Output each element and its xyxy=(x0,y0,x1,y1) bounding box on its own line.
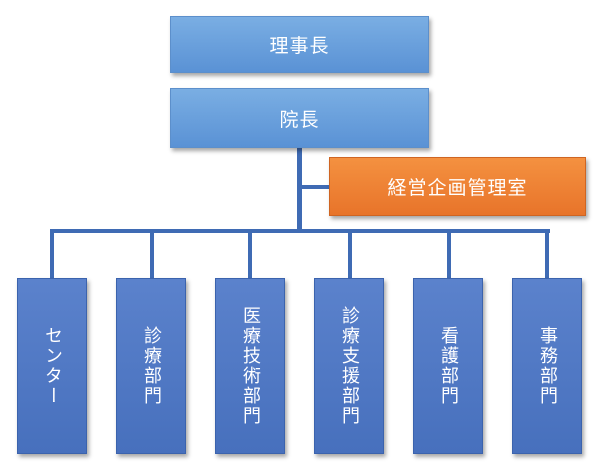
department-box-medical: 診療部門 xyxy=(116,278,186,454)
department-box-center: センター xyxy=(17,278,87,454)
connector-drop-6 xyxy=(545,229,549,279)
management-office-box: 経営企画管理室 xyxy=(329,157,586,216)
connector-drop-3 xyxy=(248,229,252,279)
connector-drop-2 xyxy=(150,229,154,279)
department-label: 看護部門 xyxy=(438,326,459,406)
connector-drop-5 xyxy=(447,229,451,279)
director-label: 院長 xyxy=(279,108,320,131)
department-label: 診療部門 xyxy=(141,326,162,406)
connector-director-to-office xyxy=(297,148,302,230)
connector-office-branch xyxy=(297,185,330,189)
department-label: センター xyxy=(42,326,63,406)
department-box-medical-support: 診療支援部門 xyxy=(314,278,384,454)
chairman-box: 理事長 xyxy=(170,16,429,73)
director-box: 院長 xyxy=(170,88,429,148)
department-label: 診療支援部門 xyxy=(339,306,360,426)
connector-drop-4 xyxy=(348,229,352,279)
department-label: 医療技術部門 xyxy=(240,306,261,426)
department-box-nursing: 看護部門 xyxy=(413,278,483,454)
department-box-administration: 事務部門 xyxy=(512,278,582,454)
chairman-label: 理事長 xyxy=(269,35,330,57)
connector-drop-1 xyxy=(50,229,54,279)
connector-horizontal-bus xyxy=(50,229,550,233)
department-label: 事務部門 xyxy=(537,326,558,406)
management-office-label: 経営企画管理室 xyxy=(387,177,528,199)
department-box-medical-technology: 医療技術部門 xyxy=(215,278,285,454)
